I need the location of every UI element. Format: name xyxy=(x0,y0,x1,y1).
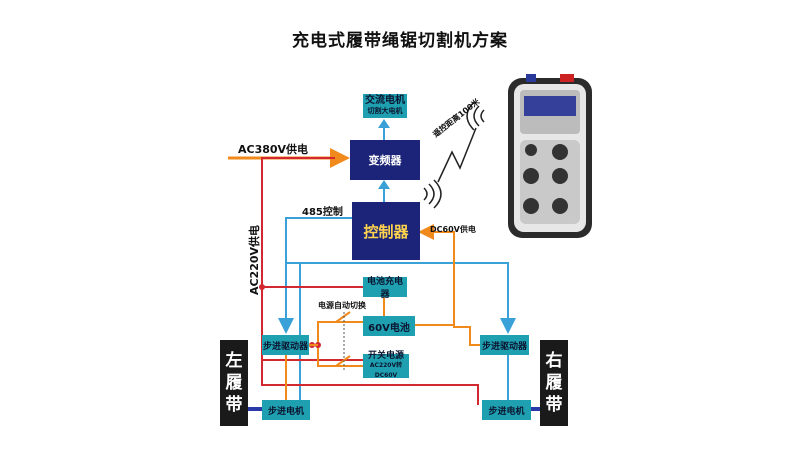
controller-to-inverter-link xyxy=(378,180,390,202)
switch-psu-sublabel: AC220V转DC60V xyxy=(369,362,403,379)
left-motor-label: 步进电机 xyxy=(267,406,304,417)
switch-to-battery-line xyxy=(317,321,346,345)
battery-label: 60V电池 xyxy=(368,322,410,334)
controller-label: 控制器 xyxy=(363,222,409,241)
ac-motor-label: 交流电机 xyxy=(365,95,405,106)
controller-box: 控制器 xyxy=(352,202,420,260)
inverter-box: 变频器 xyxy=(350,140,420,180)
inverter-label: 变频器 xyxy=(368,154,402,167)
left-track-char-1: 左 xyxy=(225,351,243,371)
left-motor-box: 步进电机 xyxy=(262,400,310,420)
right-track-char-1: 右 xyxy=(545,351,563,371)
ac220-label: AC220V供电 xyxy=(248,224,261,296)
switch-psu-box: 开关电源 AC220V转DC60V xyxy=(363,351,409,379)
right-driver-label: 步进驱动器 xyxy=(481,341,527,352)
left-driver-label: 步进驱动器 xyxy=(262,341,308,352)
rs485-control-line xyxy=(278,217,352,334)
switch-psu-label: 开关电源 xyxy=(367,351,404,361)
left-track-char-3: 带 xyxy=(225,395,243,415)
wireless-signal-icon xyxy=(423,101,485,209)
left-track-char-2: 履 xyxy=(225,373,243,393)
battery-charger-label: 电池充电器 xyxy=(366,277,403,300)
dc60-label: DC60V供电 xyxy=(430,225,476,234)
right-motor-box: 步进电机 xyxy=(482,400,531,420)
handheld-remote-icon xyxy=(508,74,592,238)
ac-motor-box: 交流电机 切割大电机 xyxy=(363,94,407,118)
switch-contact-lower xyxy=(335,355,351,367)
right-track-char-2: 履 xyxy=(545,373,563,393)
diagram-title: 充电式履带绳锯切割机方案 xyxy=(292,31,508,51)
switch-contact-upper xyxy=(335,311,351,323)
junction-dot-1 xyxy=(259,284,265,290)
battery-charger-box: 电池充电器 xyxy=(363,277,407,300)
right-motor-label: 步进电机 xyxy=(488,406,525,417)
auto-switch-label: 电源自动切换 xyxy=(318,301,366,310)
right-track-char-3: 带 xyxy=(545,395,563,415)
ac380-label: AC380V供电 xyxy=(238,143,309,156)
dc60-supply-line xyxy=(415,224,455,326)
left-track: 左 履 带 xyxy=(220,340,248,426)
remote-link-zigzag xyxy=(437,127,477,183)
battery-box: 60V电池 xyxy=(363,316,415,336)
ac220-supply-line xyxy=(261,157,479,405)
inverter-to-motor-link xyxy=(378,119,390,140)
right-track: 右 履 带 xyxy=(540,340,568,426)
right-driver-box: 步进驱动器 xyxy=(480,335,529,355)
left-driver-box: 步进驱动器 xyxy=(262,335,309,355)
rs485-label: 485控制 xyxy=(302,207,343,218)
right-driver-power-line xyxy=(453,325,480,346)
ac-motor-sublabel: 切割大电机 xyxy=(367,107,403,115)
